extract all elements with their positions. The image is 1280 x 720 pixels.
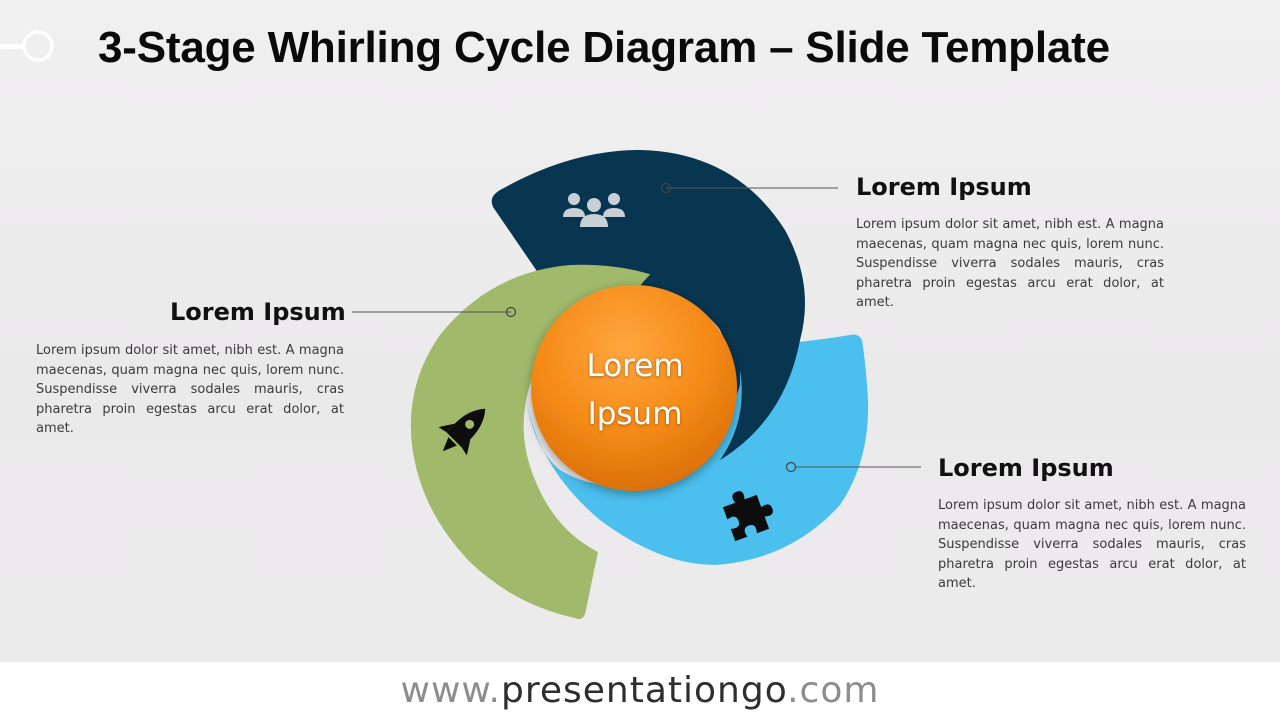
stage-3-body: Lorem ipsum dolor sit amet, nibh est. A … [938, 498, 1246, 591]
rocket-icon [438, 408, 486, 456]
logo-bar [0, 44, 24, 49]
connector-stage-1 [660, 182, 838, 194]
stage-2-petal [410, 264, 690, 619]
footer-url-prefix: www. [400, 670, 501, 711]
puzzle-icon [722, 491, 773, 542]
center-label-line1: Lorem [586, 348, 684, 384]
slide-title: 3-Stage Whirling Cycle Diagram – Slide T… [98, 23, 1110, 72]
stage-1-body: Lorem ipsum dolor sit amet, nibh est. A … [856, 217, 1164, 310]
stage-1-petal [491, 150, 805, 460]
team-icon [563, 193, 625, 227]
footer-website-link[interactable]: www.presentationgo.com [0, 662, 1280, 720]
stage-1-heading: Lorem Ipsum [856, 173, 1032, 201]
footer-url-suffix: .com [787, 670, 880, 711]
connector-stage-2 [352, 306, 517, 318]
whirling-cycle-diagram [352, 150, 921, 619]
center-label-line2: Ipsum [587, 396, 683, 432]
center-label: Lorem Ipsum [532, 340, 738, 440]
connector-stage-3 [785, 461, 921, 473]
logo-ring-icon [22, 30, 54, 62]
slide-canvas: 3-Stage Whirling Cycle Diagram – Slide T… [0, 0, 1280, 662]
center-circle [531, 285, 737, 491]
stage-1-tail [640, 248, 803, 460]
stage-2-body: Lorem ipsum dolor sit amet, nibh est. A … [36, 343, 344, 436]
stage-3-heading: Lorem Ipsum [938, 454, 1114, 482]
footer-url-domain: presentationgo [501, 670, 788, 711]
stage-2-heading: Lorem Ipsum [170, 298, 346, 326]
